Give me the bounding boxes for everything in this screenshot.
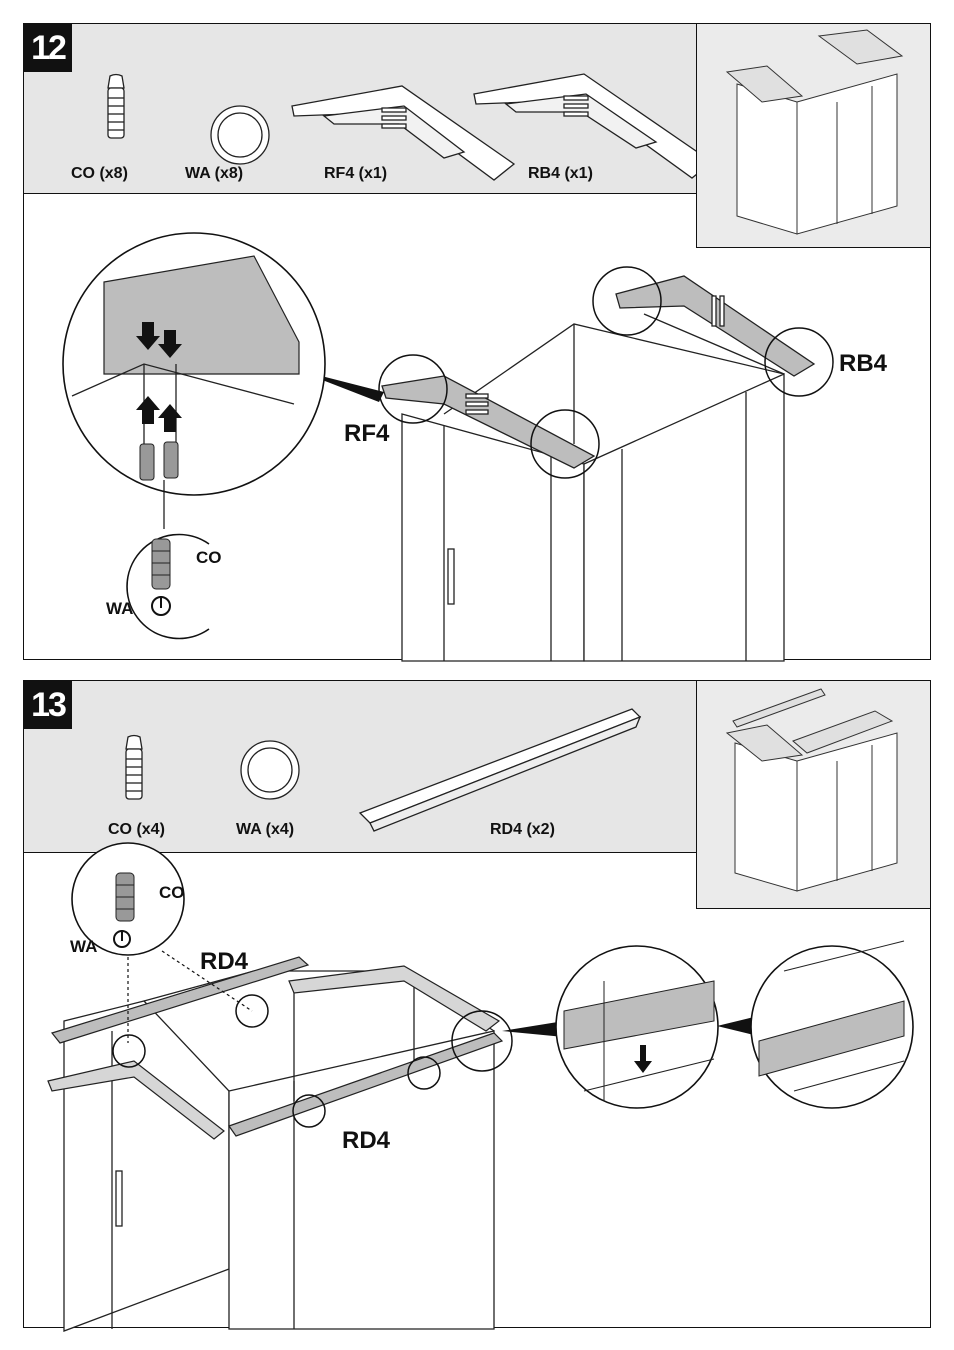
rb4-installed — [615, 275, 816, 377]
step-number: 12 — [24, 24, 72, 72]
co-wa-detail — [71, 842, 185, 956]
callout-co: CO — [159, 883, 185, 902]
callout-rf4: RF4 — [344, 420, 390, 447]
step-12-illustration — [62, 232, 834, 662]
shed-overview-13 — [725, 688, 898, 892]
step-12-panel: 12 — [23, 23, 931, 662]
callout-co: CO — [196, 548, 222, 567]
rb4-truss-icon — [473, 73, 714, 179]
part-label-wa: WA (x8) — [185, 165, 244, 182]
step-13-parts-bar: 13 CO (x4) WA (x4) RD4 (x2) — [24, 681, 697, 853]
co-connector-icon — [107, 73, 125, 139]
step-12-overview-thumbnail — [696, 24, 930, 248]
step-13-parts-art — [125, 708, 642, 832]
step-13-overview-thumbnail — [696, 681, 930, 909]
callout-rd4-bottom: RD4 — [342, 1127, 391, 1154]
part-label-co: CO (x4) — [108, 821, 165, 838]
wa-washer-icon — [240, 740, 300, 800]
co-connector-icon — [125, 734, 143, 800]
step-number: 13 — [24, 681, 72, 729]
co-wa-detail — [126, 533, 210, 640]
wa-washer-icon — [210, 105, 270, 165]
part-label-rd4: RD4 (x2) — [490, 821, 555, 838]
magnified-connection-detail — [62, 232, 384, 529]
part-label-rf4: RF4 (x1) — [324, 165, 388, 182]
step-13-illustration — [47, 842, 914, 1332]
part-label-rb4: RB4 (x1) — [528, 165, 593, 182]
callout-wa: WA — [70, 937, 98, 956]
part-label-wa: WA (x4) — [236, 821, 295, 838]
step-13-panel: 13 CO (x4) WA (x4) RD4 (x2) — [23, 680, 931, 1332]
rd4-upper-ridge — [50, 956, 310, 1044]
callout-rd4-top: RD4 — [200, 948, 249, 975]
magnified-ridge-detail-2 — [750, 940, 914, 1109]
magnified-ridge-detail-1 — [555, 945, 719, 1109]
part-label-co: CO (x8) — [71, 165, 128, 182]
rf4-truss-icon — [291, 85, 516, 181]
callout-wa: WA — [106, 599, 134, 618]
step-12-parts-art — [107, 73, 714, 181]
rd4-lower-ridge — [228, 1032, 504, 1137]
step-12-parts-bar: 12 — [24, 24, 714, 194]
rd4-ridge-icon — [358, 708, 642, 832]
shed-overview-12 — [725, 29, 904, 235]
callout-rb4: RB4 — [839, 350, 888, 377]
